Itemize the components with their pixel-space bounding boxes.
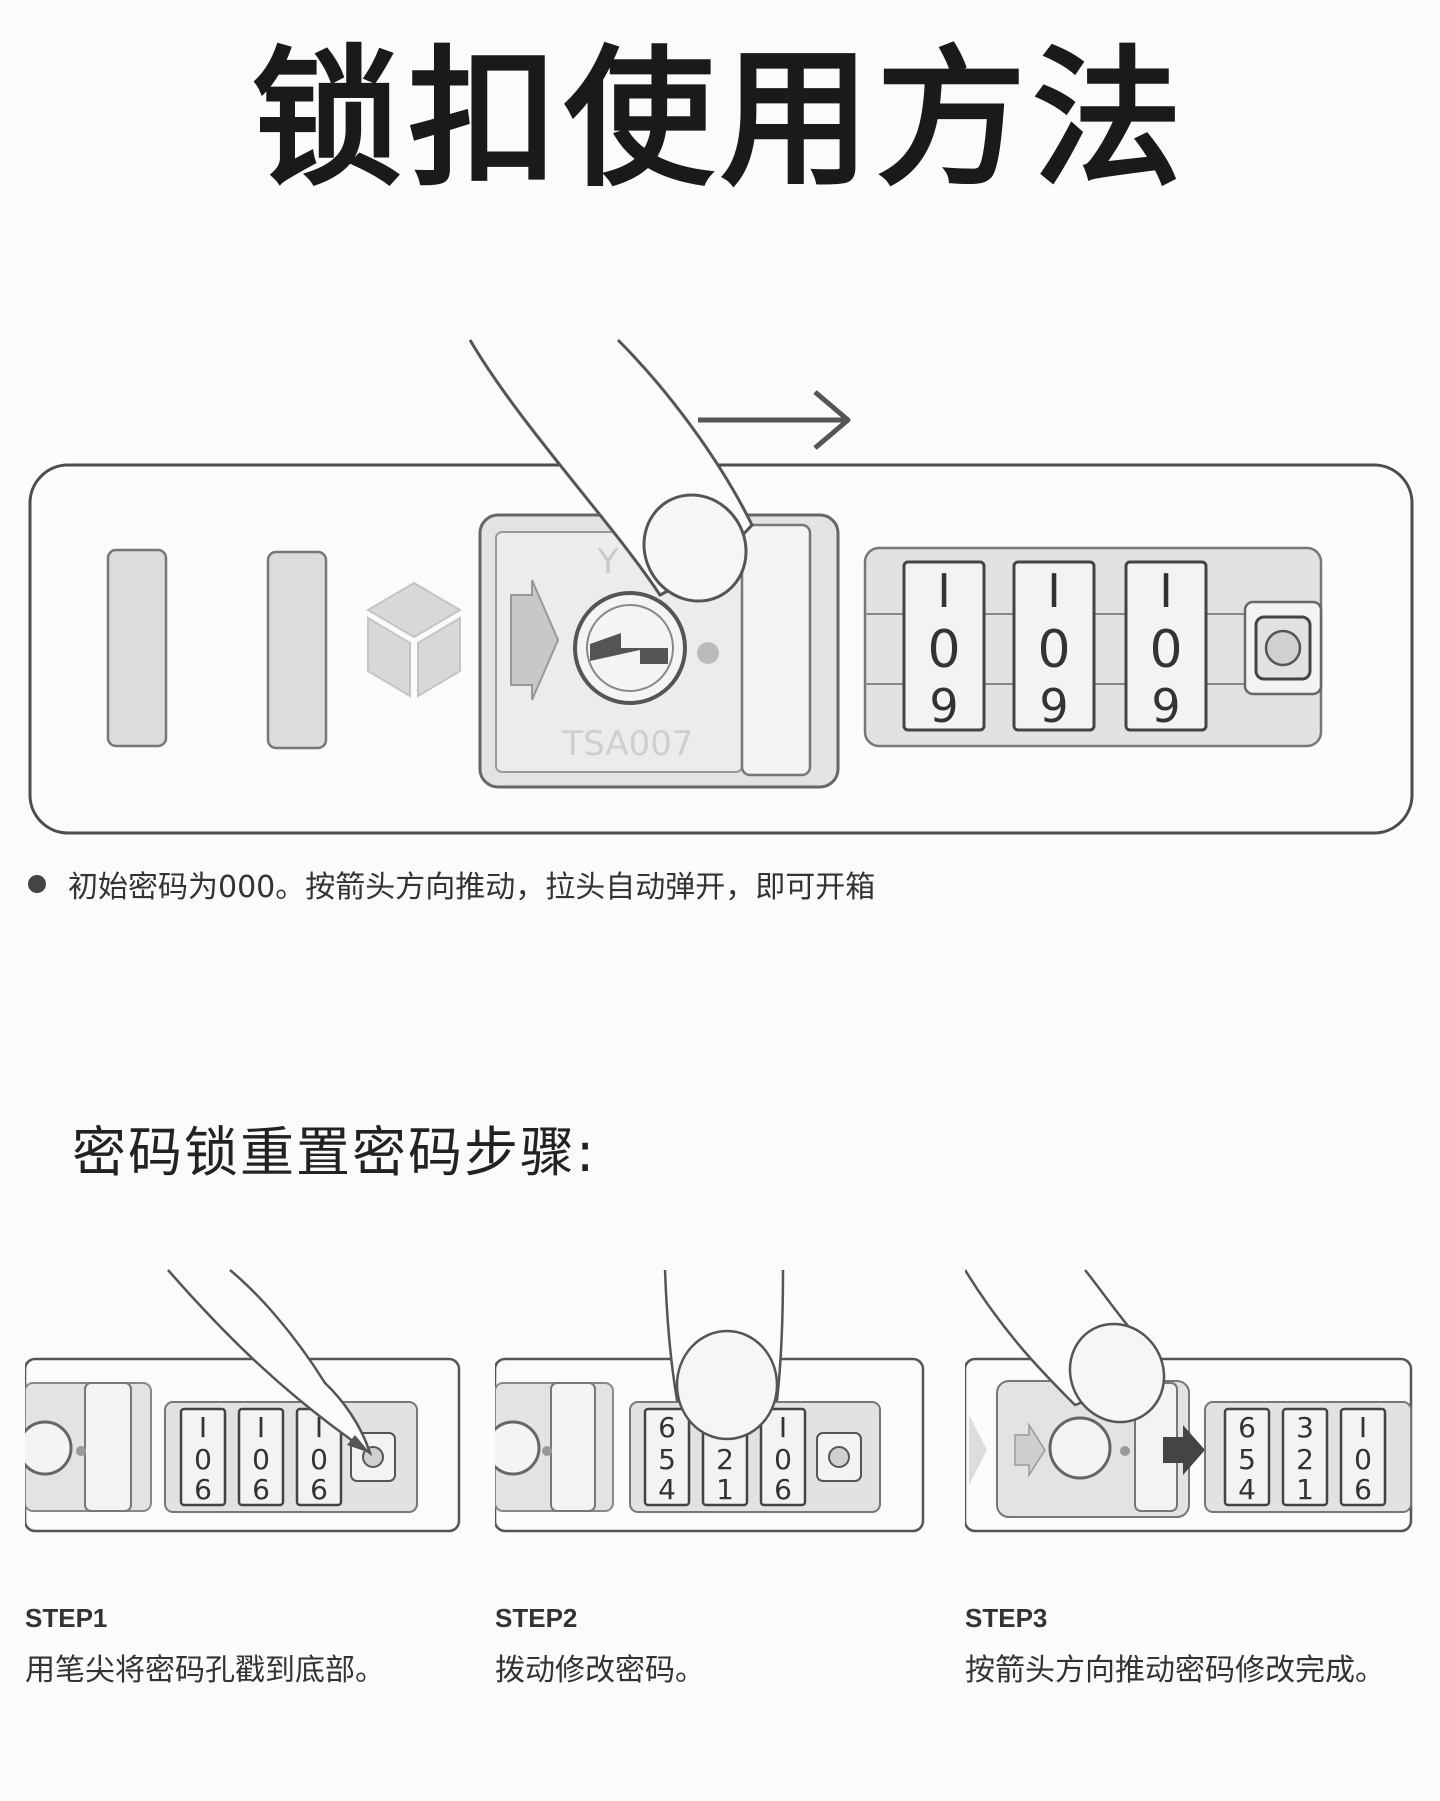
push-arrow-icon xyxy=(1163,1425,1205,1475)
logo-icon xyxy=(366,581,462,698)
step2-label: STEP2 xyxy=(495,1603,578,1633)
svg-text:I: I xyxy=(1047,564,1061,618)
step1-text: 用笔尖将密码孔戳到底部。 xyxy=(25,1653,385,1688)
svg-text:2: 2 xyxy=(716,1443,734,1476)
step1-dials xyxy=(179,1407,343,1507)
svg-text:0: 0 xyxy=(1354,1443,1372,1476)
main-note: 初始密码为000。按箭头方向推动，拉头自动弹开，即可开箱 xyxy=(28,862,875,906)
svg-text:5: 5 xyxy=(1238,1443,1256,1476)
svg-text:5: 5 xyxy=(658,1443,676,1476)
svg-text:2: 2 xyxy=(1296,1443,1314,1476)
svg-text:6: 6 xyxy=(658,1411,676,1444)
svg-text:I: I xyxy=(1359,1411,1367,1444)
reset-button-icon xyxy=(1243,600,1323,696)
svg-text:0: 0 xyxy=(1037,620,1070,680)
step3-text: 按箭头方向推动密码修改完成。 xyxy=(965,1653,1385,1688)
main-note-text: 初始密码为000。按箭头方向推动，拉头自动弹开，即可开箱 xyxy=(68,870,876,905)
finger-icon xyxy=(468,338,754,603)
step1-diagram: I06 I06 I06 xyxy=(25,1269,461,1533)
pen-icon xyxy=(167,1269,373,1457)
brand-mark: Y xyxy=(597,542,619,582)
step1-label: STEP1 xyxy=(25,1603,108,1633)
svg-text:6: 6 xyxy=(194,1473,212,1506)
dial-2: I 0 6 xyxy=(1012,560,1096,732)
svg-text:I: I xyxy=(315,1411,323,1444)
lock-diagram: Y TSA007 I 0 6 I 0 6 I 0 6 xyxy=(28,338,1414,835)
svg-text:6: 6 xyxy=(1354,1473,1372,1506)
svg-text:I: I xyxy=(1159,564,1173,618)
svg-text:0: 0 xyxy=(252,1443,270,1476)
step2-diagram: 654 321 I06 xyxy=(495,1269,925,1533)
step2-text: 拨动修改密码。 xyxy=(495,1653,705,1688)
dial-1: I 0 6 xyxy=(902,560,986,732)
svg-text:I: I xyxy=(779,1411,787,1444)
svg-text:0: 0 xyxy=(774,1443,792,1476)
svg-text:0: 0 xyxy=(927,620,960,680)
svg-text:3: 3 xyxy=(1296,1411,1314,1444)
tsa-label: TSA007 xyxy=(561,724,693,764)
svg-text:1: 1 xyxy=(1296,1473,1314,1506)
svg-text:6: 6 xyxy=(1151,677,1180,731)
svg-text:0: 0 xyxy=(310,1443,328,1476)
svg-text:I: I xyxy=(257,1411,265,1444)
svg-text:6: 6 xyxy=(252,1473,270,1506)
svg-text:0: 0 xyxy=(194,1443,212,1476)
svg-text:6: 6 xyxy=(1238,1411,1256,1444)
page-title: 锁扣使用方法 xyxy=(251,33,1188,207)
finger-icon xyxy=(965,1269,1166,1424)
slot-left xyxy=(106,548,168,748)
svg-text:6: 6 xyxy=(310,1473,328,1506)
svg-text:4: 4 xyxy=(658,1473,676,1506)
svg-text:I: I xyxy=(199,1411,207,1444)
svg-text:I: I xyxy=(937,564,951,618)
svg-text:4: 4 xyxy=(1238,1473,1256,1506)
svg-text:6: 6 xyxy=(1039,677,1068,731)
step3-label: STEP3 xyxy=(965,1603,1048,1633)
slider-bar xyxy=(740,523,812,777)
slot-right xyxy=(266,550,328,750)
reset-heading: 密码锁重置密码步骤: xyxy=(72,1121,597,1184)
step3-diagram: 654 321 I06 xyxy=(965,1269,1413,1533)
svg-text:6: 6 xyxy=(774,1473,792,1506)
bullet-icon xyxy=(28,875,46,893)
svg-text:6: 6 xyxy=(929,677,958,731)
push-arrow-icon xyxy=(698,390,851,450)
svg-text:0: 0 xyxy=(1149,620,1182,680)
dial-3: I 0 6 xyxy=(1124,560,1208,732)
finger-icon xyxy=(663,1269,785,1441)
direction-arrow-icon xyxy=(510,579,560,701)
svg-text:1: 1 xyxy=(716,1473,734,1506)
